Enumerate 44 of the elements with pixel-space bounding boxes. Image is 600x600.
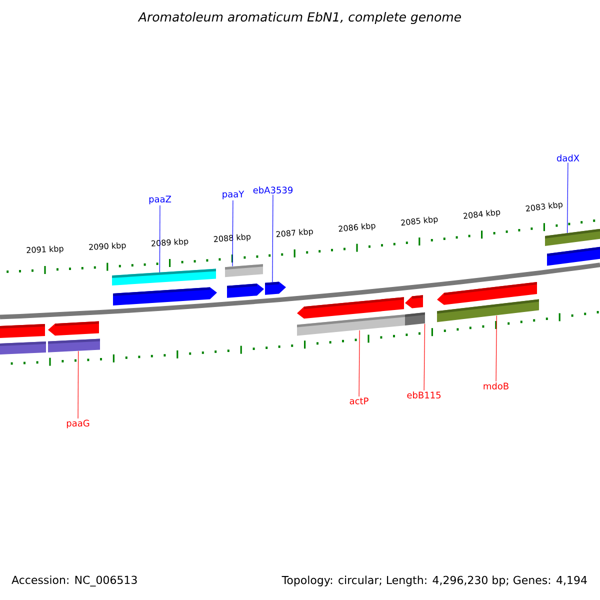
gene-block: [265, 282, 286, 295]
scale-label: 2083 kbp: [526, 202, 562, 212]
gene-bar: [547, 246, 600, 266]
leader-line: [78, 350, 79, 419]
gene-block: [48, 321, 99, 336]
scale-label: 2090 kbp: [89, 242, 126, 250]
gene-bar: [0, 324, 45, 338]
scale-label: 2088 kbp: [214, 234, 251, 242]
gene-block: [405, 295, 423, 308]
leader-line: [567, 162, 568, 234]
gene-label: paaZ: [149, 196, 172, 204]
leader-line: [159, 205, 160, 273]
scale-label: 2086 kbp: [338, 223, 376, 232]
gene-bar: [545, 228, 600, 246]
accession-text: Accession: NC_006513: [12, 576, 137, 586]
gene-bar: [297, 314, 405, 336]
gene-label: mdoB: [484, 382, 508, 390]
gene-label: ebB115: [407, 392, 441, 398]
leader-line: [424, 323, 426, 391]
gene-label: paaY: [222, 190, 244, 200]
scale-label: 2091 kbp: [26, 246, 64, 254]
gene-bar: [437, 299, 539, 322]
leader-line: [358, 330, 360, 397]
gene-label: ebA3539: [253, 186, 293, 194]
leader-line: [232, 200, 234, 267]
scale-label: 2085 kbp: [400, 216, 438, 226]
leader-line: [272, 194, 274, 282]
leader-line: [496, 315, 497, 382]
title: Aromatoleum aromaticum EbN1, complete genome: [138, 12, 461, 24]
genome-info-text: Topology: circular; Length: 4,296,230 bp; Genes: 4,194: [282, 576, 587, 586]
gene-bar: [0, 342, 46, 354]
gene-block: [437, 282, 537, 305]
scale-label: 2089 kbp: [151, 238, 188, 246]
scale-label: 2084 kbp: [463, 210, 500, 219]
gene-block: [227, 284, 264, 298]
gene-label: dadX: [556, 154, 580, 162]
gene-bar: [48, 338, 100, 352]
gene-bar: [405, 312, 425, 326]
gene-label: actP: [350, 398, 368, 404]
gene-bar: [225, 264, 263, 278]
gene-block: [113, 287, 217, 306]
scale-label: 2087 kbp: [276, 228, 313, 238]
gene-bar: [112, 268, 216, 286]
gene-label: paaG: [66, 420, 90, 428]
